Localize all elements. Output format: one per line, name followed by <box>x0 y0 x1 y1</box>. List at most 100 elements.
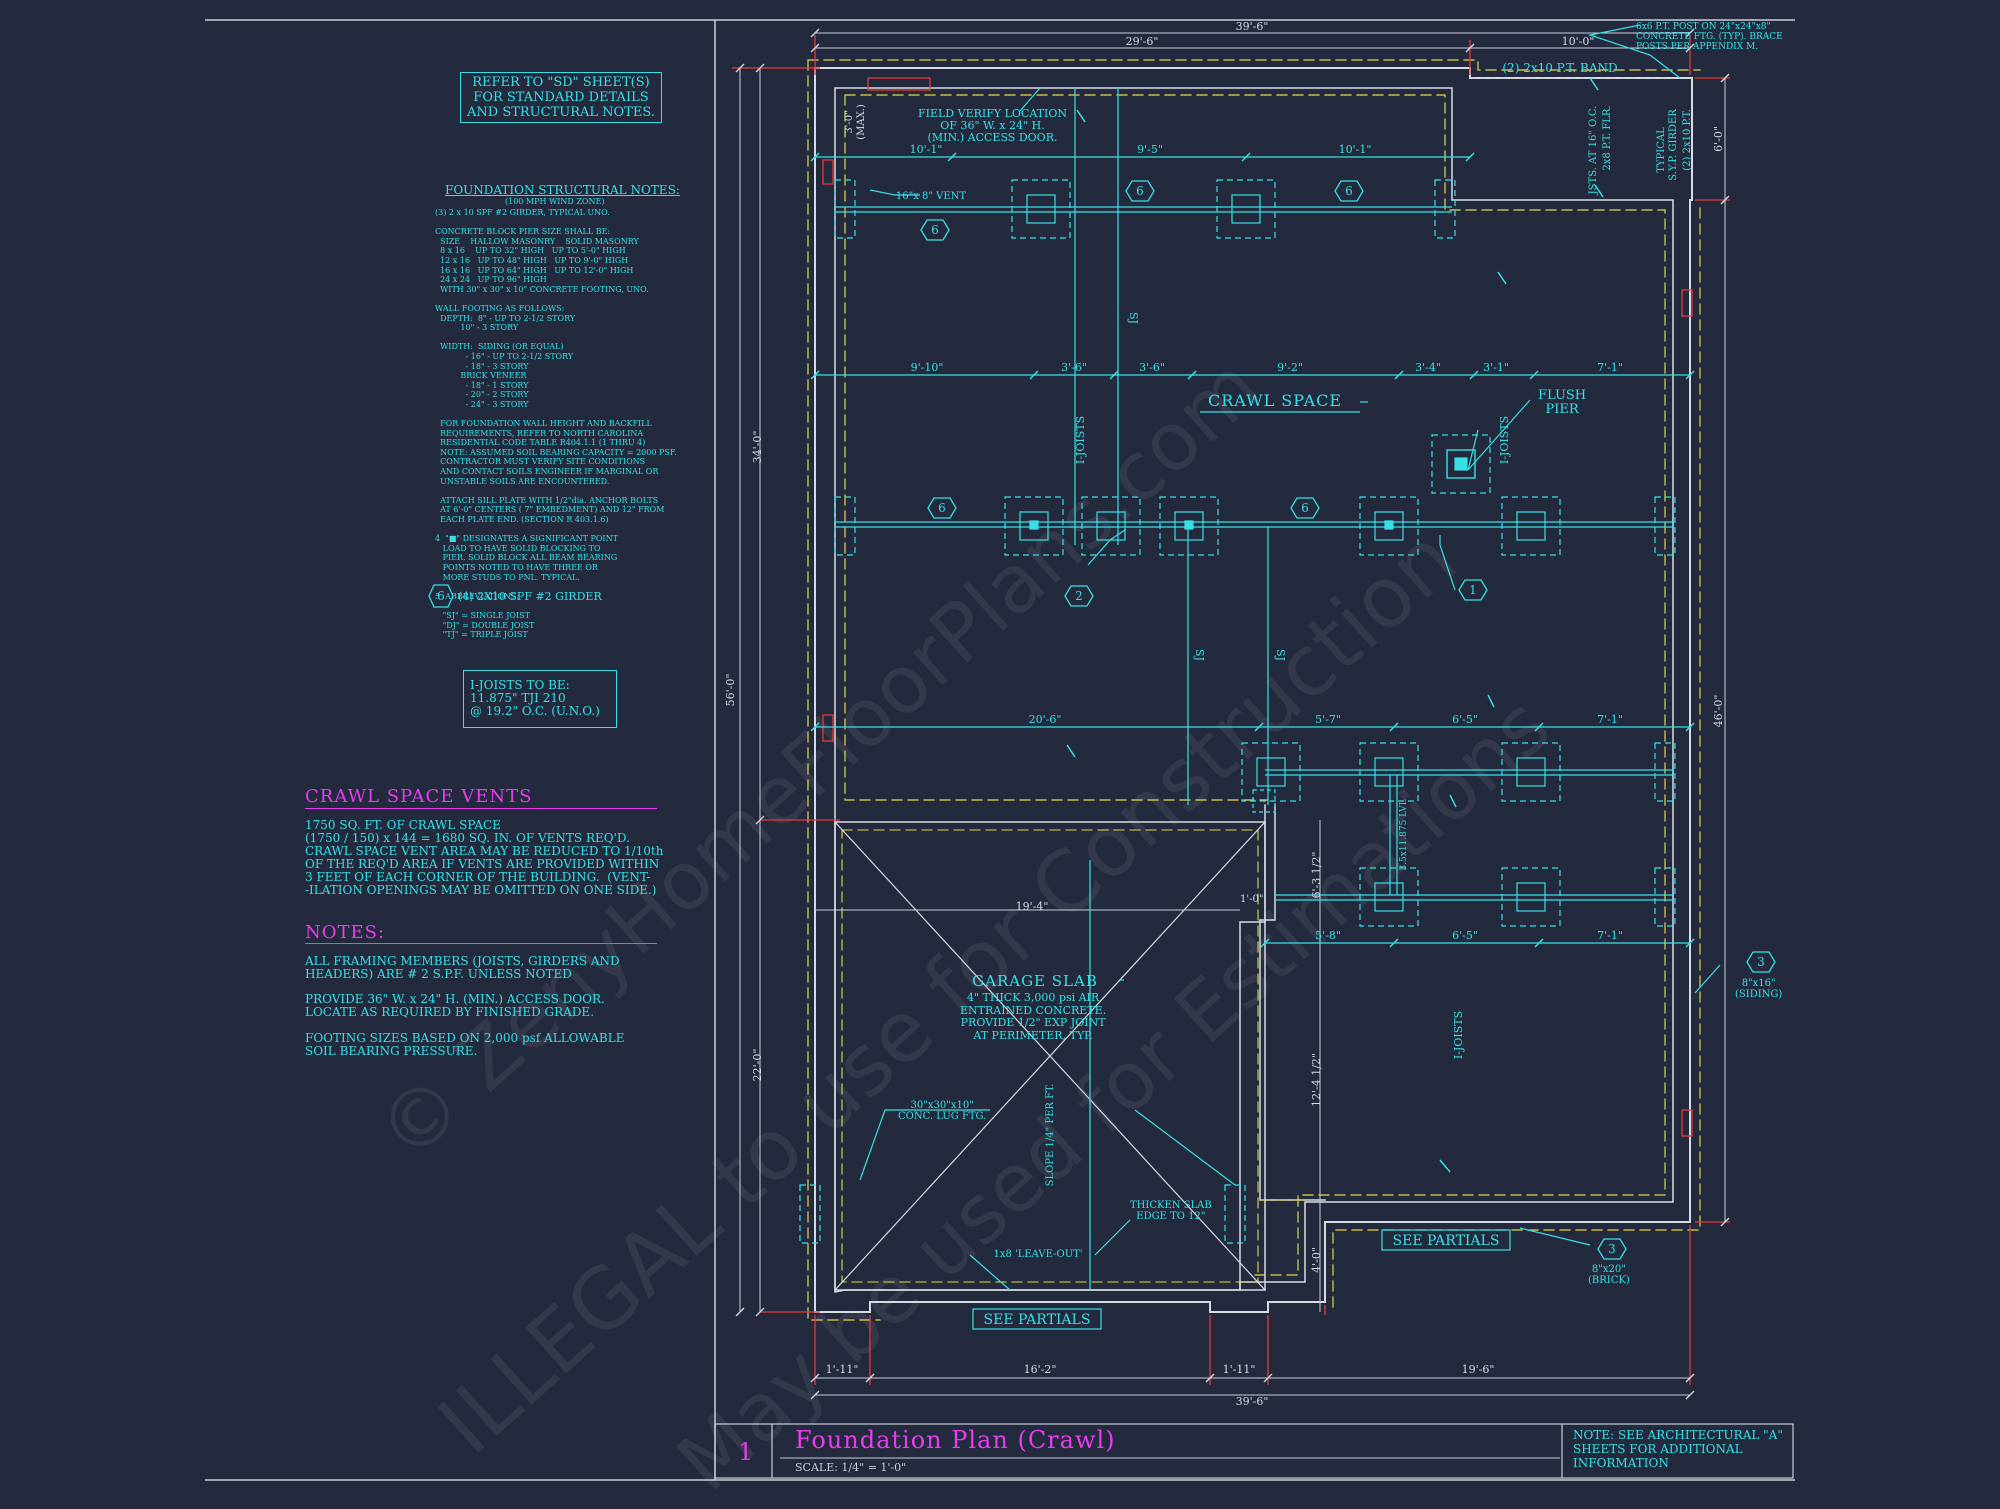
drawing-scale: SCALE: 1/4" = 1'-0" <box>795 1461 907 1474</box>
title-number: 1 <box>738 1438 754 1466</box>
plan-text: SJ <box>1274 649 1287 661</box>
plan-text: 5'-8" <box>1315 929 1341 942</box>
field-verify-note: FIELD VERIFY LOCATION OF 36" W. x 24" H.… <box>918 107 1068 144</box>
plan-text: JSTS. AT 16" O.C. <box>1588 106 1599 196</box>
plan-text: 3'-6" <box>1061 361 1087 374</box>
plan-text: 1'-11" <box>1223 1363 1256 1376</box>
see-partials-label: SEE PARTIALS <box>1393 1233 1500 1249</box>
sp-girder-label: TYPICAL S.Y.P. GIRDER <box>1656 109 1679 181</box>
tag-6: 6 <box>1136 184 1144 198</box>
plan-text: (2) 2x10 P.T. BAND <box>1502 61 1617 75</box>
lug-footing-note: 30"x30"x10" CONC. LUG FTG. <box>898 1100 987 1122</box>
plan-text: 20'-6" <box>1029 713 1062 726</box>
plan-text: 2x8 P.T. FLR. <box>1602 105 1613 170</box>
plan-text: 1x8 'LEAVE-OUT' <box>993 1249 1082 1260</box>
plan-text: (2) 2x10 P.T. <box>1682 109 1693 171</box>
brick-note: 8"x20" (BRICK) <box>1588 1264 1630 1286</box>
pier <box>1004 179 1561 927</box>
plan-text: 3'-6" <box>1139 361 1165 374</box>
plan-text: 6'-3 1/2" <box>1310 852 1323 899</box>
flush-pier-label: FLUSH PIER <box>1538 388 1587 417</box>
svg-text:6: 6 <box>437 589 445 603</box>
plan-text: 7'-1" <box>1597 361 1623 374</box>
hex-tags <box>920 180 1776 1260</box>
plan-text: 1'-0" <box>1240 894 1263 905</box>
plan-text: I-JOISTS <box>1452 1011 1465 1059</box>
tag-6: 6 <box>1345 184 1353 198</box>
svg-text:S.Y.P. GIRDER: S.Y.P. GIRDER <box>1668 109 1679 181</box>
vents-title: CRAWL SPACE VENTS <box>305 786 533 807</box>
svg-text:TYPICAL: TYPICAL <box>1656 127 1667 173</box>
plan-text: 6'-5" <box>1452 713 1478 726</box>
garage-slab-note: 4" THICK 3,000 psi AIR ENTRAINED CONCRET… <box>960 991 1107 1042</box>
plan-text: 3.5x11.875 LVL <box>1399 799 1409 870</box>
refer-note: REFER TO "SD" SHEET(S) FOR STANDARD DETA… <box>460 72 662 123</box>
plan-text: 6'-5" <box>1452 929 1478 942</box>
plan-text: I-JOISTS <box>1074 416 1087 464</box>
garage-slab-label: GARAGE SLAB <box>972 972 1098 990</box>
plan-text: 7'-1" <box>1597 929 1623 942</box>
note-footing: FOOTING SIZES BASED ON 2,000 psf ALLOWAB… <box>305 1031 625 1058</box>
tag-6: 6 <box>938 501 946 515</box>
plan-text: 1'-11" <box>826 1363 859 1376</box>
post-note: 6x6 P.T. POST ON 24"x24"x8" CONCRETE FTG… <box>1636 22 1783 52</box>
plan-text: 34'-0" <box>751 431 764 464</box>
plan-text: 10'-0" <box>1562 35 1595 48</box>
plan-text: 4'-0" <box>1310 1247 1323 1273</box>
notes-title: NOTES: <box>305 922 386 943</box>
plan-text: 9'-2" <box>1277 361 1303 374</box>
note-framing: ALL FRAMING MEMBERS (JOISTS, GIRDERS AND… <box>305 954 620 981</box>
tag-6: 6 <box>1301 501 1309 515</box>
plan-text: 22'-0" <box>751 1049 764 1082</box>
foundation-wall-outer <box>814 67 1693 1313</box>
svg-text:3'-0": 3'-0" <box>844 110 855 133</box>
structural-notes-body: (3) 2 x 10 SPF #2 GIRDER, TYPICAL UNO. C… <box>435 208 677 640</box>
plan-text: 10'-1" <box>1339 143 1372 156</box>
plan-text: 5'-7" <box>1315 713 1341 726</box>
plan-text: I-JOISTS <box>1498 416 1511 464</box>
tag-3: 3 <box>1608 1242 1616 1256</box>
tag-2: 2 <box>1075 589 1083 603</box>
tag-1: 1 <box>1469 583 1477 597</box>
plan-text: SJ <box>1193 649 1206 661</box>
plan-text: 56'-0" <box>724 674 737 707</box>
plan-text: 9'-5" <box>1137 143 1163 156</box>
tag-6-icon: 6 <box>428 584 454 608</box>
plan-text: 3'-1" <box>1483 361 1509 374</box>
plan-text: SJ <box>1127 312 1140 324</box>
drawing-title: Foundation Plan (Crawl) <box>795 1426 1116 1454</box>
plan-text: 39'-6" <box>1236 1395 1269 1408</box>
plan-text: 12'-4 1/2" <box>1310 1053 1323 1107</box>
plan-text: 3'-4" <box>1415 361 1441 374</box>
plan-text: 46'-0" <box>1712 695 1725 728</box>
plan-text: 6'-0" <box>1712 126 1725 152</box>
note-access: PROVIDE 36" W. x 24" H. (MIN.) ACCESS DO… <box>305 992 605 1019</box>
tag-3: 3 <box>1757 955 1765 969</box>
vents-title-rule <box>305 808 657 809</box>
crawl-space-label: CRAWL SPACE <box>1208 391 1342 410</box>
plan-text: 16"x 8" VENT <box>896 191 967 202</box>
see-partials-label: SEE PARTIALS <box>984 1312 1091 1328</box>
plan-text: 7'-1" <box>1597 713 1623 726</box>
tag-6: 6 <box>931 223 939 237</box>
plan-text: 19'-6" <box>1462 1363 1495 1376</box>
ijoist-note: I-JOISTS TO BE: 11.875" TJI 210 @ 19.2" … <box>463 670 617 728</box>
thicken-slab-note: THICKEN SLAB EDGE TO 12" <box>1130 1200 1212 1222</box>
svg-text:(MAX.): (MAX.) <box>856 104 867 140</box>
plan-text: 19'-4" <box>1016 900 1049 913</box>
plan-text: 39'-6" <box>1236 20 1269 33</box>
plan-text: 10'-1" <box>910 143 943 156</box>
plan-text: SLOPE 1/4" PER FT. <box>1045 1084 1056 1187</box>
structural-notes-title: FOUNDATION STRUCTURAL NOTES: <box>445 183 680 197</box>
footing-outline <box>807 59 1701 1321</box>
garage-slab <box>834 821 1266 1291</box>
vents-body: 1750 SQ. FT. OF CRAWL SPACE (1750 / 150)… <box>305 818 664 897</box>
plan-text: 9'-10" <box>911 361 944 374</box>
title-note: NOTE: SEE ARCHITECTURAL "A" SHEETS FOR A… <box>1573 1428 1783 1470</box>
structural-notes-subtitle: (100 MPH WIND ZONE) <box>505 197 605 206</box>
siding-note: 8"x16" (SIDING) <box>1735 978 1783 1000</box>
footing-inner <box>844 94 1666 1276</box>
notes-title-rule <box>305 943 657 944</box>
